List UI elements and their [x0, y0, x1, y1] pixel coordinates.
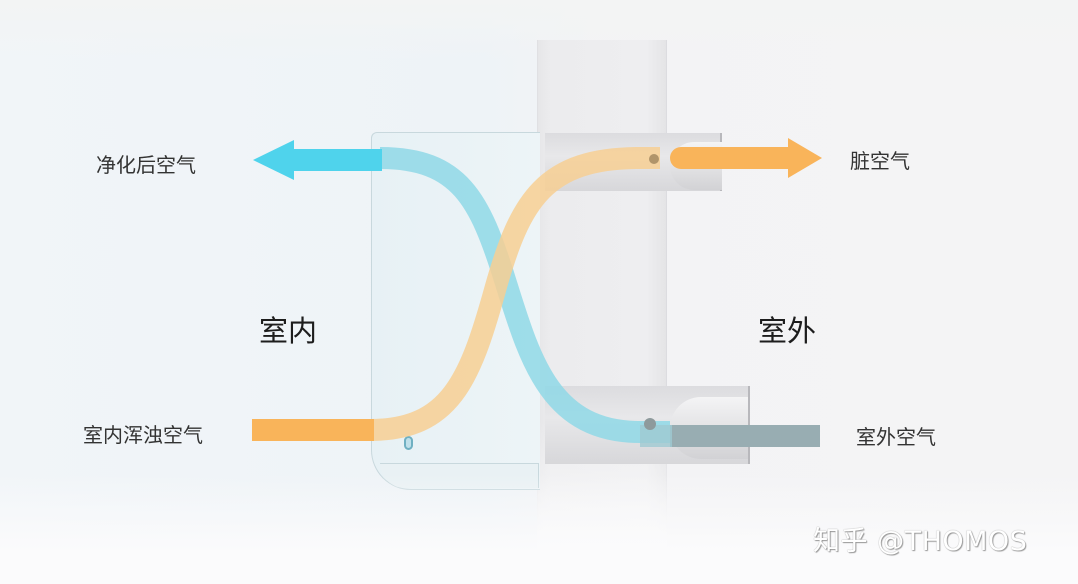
purified-air-label: 净化后空气 [96, 153, 196, 177]
outdoor-region-label: 室外 [758, 314, 817, 348]
exhaust-port-dot [649, 154, 659, 164]
indoor-region-label: 室内 [259, 314, 318, 348]
unit-logo-icon [404, 436, 413, 450]
indoor-turbid-air-bar [252, 419, 374, 441]
turbid-air-stream [369, 147, 660, 441]
purified-air-arrow [253, 140, 382, 180]
outdoor-air-bar [670, 425, 820, 447]
dirty-air-label: 脏空气 [850, 149, 910, 173]
background-bottom [0, 474, 1078, 584]
outdoor-air-label: 室外空气 [856, 425, 936, 449]
dirty-air-arrow [670, 138, 822, 178]
intake-port-dot [644, 418, 656, 430]
watermark: 知乎 @THOMOS [813, 526, 1028, 557]
indoor-turbid-air-label: 室内浑浊空气 [83, 423, 203, 447]
